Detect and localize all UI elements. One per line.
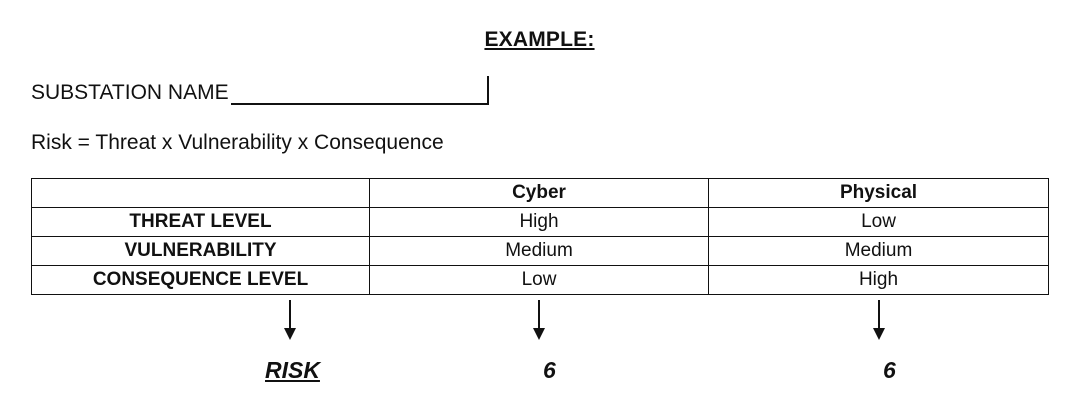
risk-label: RISK xyxy=(265,357,320,383)
physical-value: Low xyxy=(708,207,1049,237)
header-cyber: Cyber xyxy=(369,178,709,208)
risk-cyber-value: 6 xyxy=(543,357,556,383)
physical-value: Medium xyxy=(708,236,1049,266)
substation-name-row: SUBSTATION NAME xyxy=(31,76,489,105)
table-row: THREAT LEVEL High Low xyxy=(31,207,1049,237)
risk-physical-value: 6 xyxy=(883,357,896,383)
cyber-value: Medium xyxy=(369,236,709,266)
physical-value: High xyxy=(708,265,1049,295)
text-cursor xyxy=(487,76,489,105)
risk-formula: Risk = Threat x Vulnerability x Conseque… xyxy=(31,131,444,154)
row-label: VULNERABILITY xyxy=(31,236,370,266)
cyber-value: Low xyxy=(369,265,709,295)
table-row: VULNERABILITY Medium Medium xyxy=(31,236,1049,266)
cyber-value: High xyxy=(369,207,709,237)
table-row: CONSEQUENCE LEVEL Low High xyxy=(31,265,1049,295)
substation-name-label: SUBSTATION NAME xyxy=(31,81,229,104)
risk-table: Cyber Physical THREAT LEVEL High Low VUL… xyxy=(31,178,1049,295)
header-empty-cell xyxy=(31,178,370,208)
row-label: CONSEQUENCE LEVEL xyxy=(31,265,370,295)
table-header-row: Cyber Physical xyxy=(31,178,1049,208)
substation-name-field[interactable] xyxy=(230,76,489,105)
page-title: EXAMPLE: xyxy=(484,28,595,51)
header-physical: Physical xyxy=(708,178,1049,208)
row-label: THREAT LEVEL xyxy=(31,207,370,237)
